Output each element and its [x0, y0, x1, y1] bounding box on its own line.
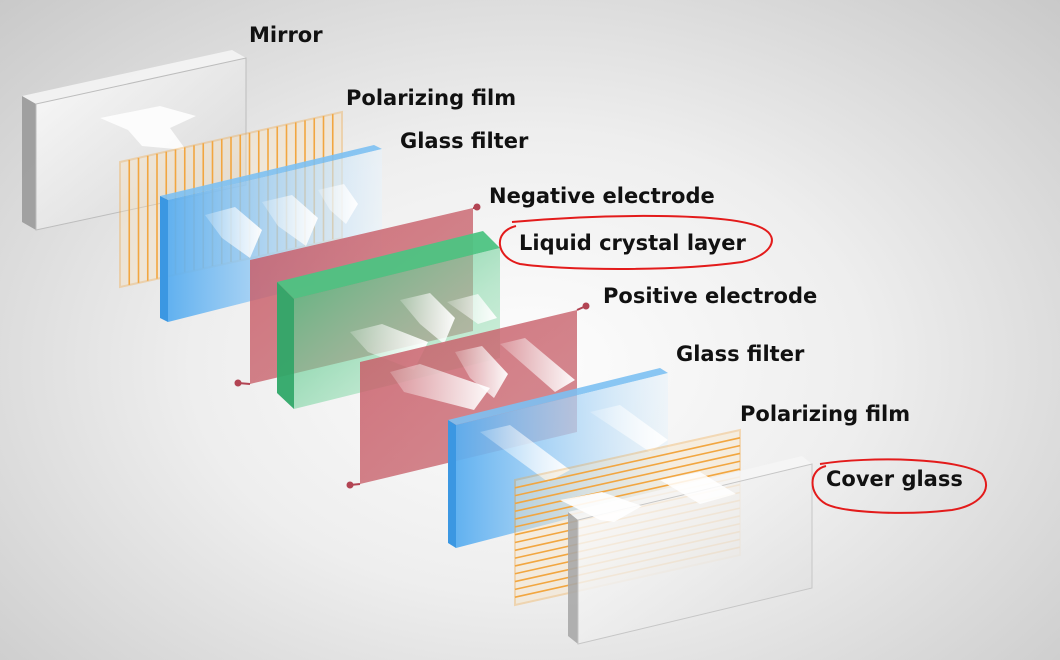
- label-glass-filter-bottom: Glass filter: [676, 342, 805, 366]
- cover-glass-layer: [560, 456, 813, 645]
- label-mirror: Mirror: [249, 23, 323, 47]
- label-positive-electrode: Positive electrode: [603, 284, 818, 308]
- label-cover-glass: Cover glass: [826, 467, 963, 491]
- label-liquid-crystal-layer: Liquid crystal layer: [519, 231, 746, 255]
- cover-glass-highlight-circle: [811, 458, 988, 514]
- liquid-crystal-highlight-circle: [498, 214, 773, 270]
- label-polarizing-film-bottom: Polarizing film: [740, 402, 911, 426]
- label-polarizing-film-top: Polarizing film: [346, 86, 517, 110]
- label-glass-filter-top: Glass filter: [400, 129, 529, 153]
- label-negative-electrode: Negative electrode: [489, 184, 715, 208]
